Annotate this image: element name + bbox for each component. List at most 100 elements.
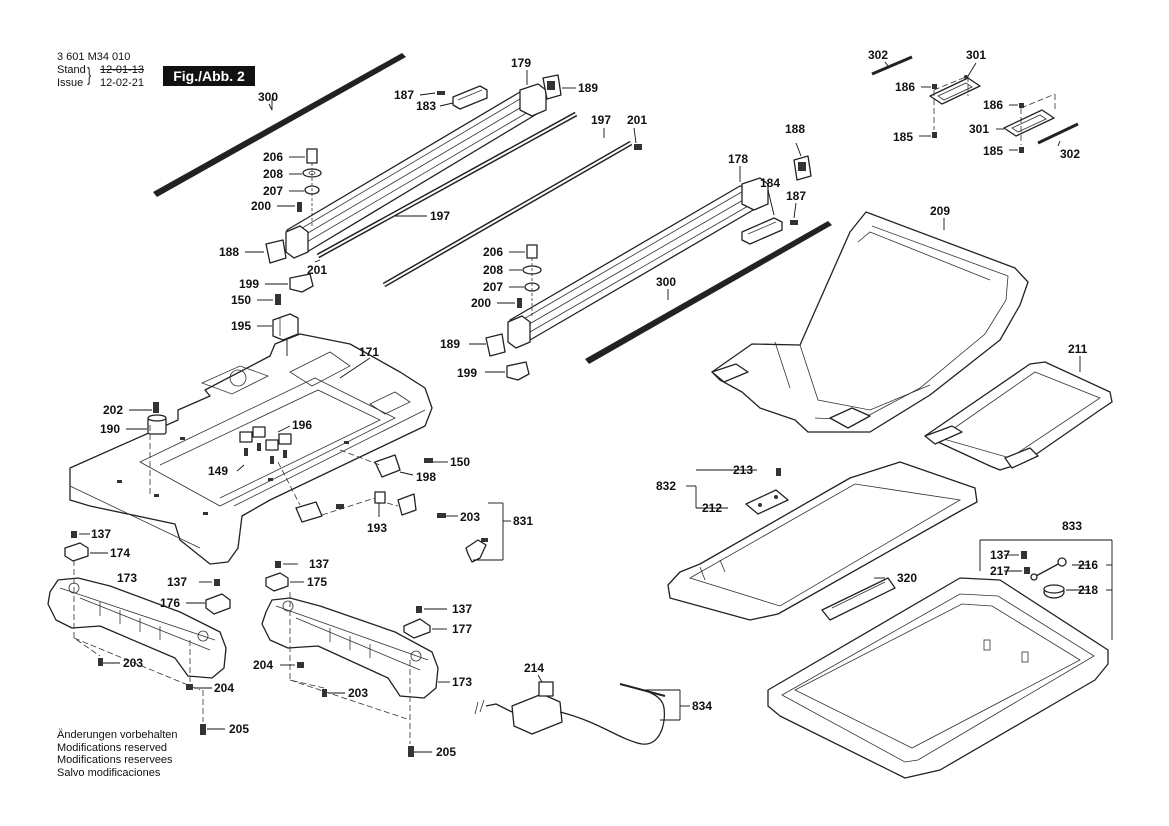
callout-numbers: 300 179 189 187 183 197 201 206 208 207 … xyxy=(91,48,1098,759)
callout-174: 174 xyxy=(110,546,130,560)
screw-205-left xyxy=(200,724,206,735)
callout-175: 175 xyxy=(307,575,327,589)
rod-197-left xyxy=(316,111,578,259)
callout-208-left: 208 xyxy=(263,167,283,181)
callout-211: 211 xyxy=(1068,342,1088,356)
note-fr: Modifications reservees xyxy=(57,754,173,766)
callout-217: 217 xyxy=(990,564,1010,578)
callout-196: 196 xyxy=(292,418,312,432)
tray-832 xyxy=(667,461,978,621)
screw-137-c xyxy=(275,561,281,568)
strip-302-bottom xyxy=(1037,122,1079,145)
frame-211 xyxy=(924,361,1113,471)
rail-179 xyxy=(285,83,547,259)
note-es: Salvo modificaciones xyxy=(57,766,161,779)
callout-179: 179 xyxy=(511,56,531,70)
callout-205-left: 205 xyxy=(229,722,249,736)
screw-185-top xyxy=(932,132,937,138)
callout-201-mid: 201 xyxy=(307,263,327,277)
callout-216: 216 xyxy=(1078,558,1098,572)
callout-203-left: 203 xyxy=(123,656,143,670)
callout-302-bottom: 302 xyxy=(1060,147,1080,161)
strip-300-top xyxy=(153,53,406,197)
callout-214: 214 xyxy=(524,661,544,675)
cap-188-right xyxy=(793,155,812,181)
bracket-lower xyxy=(295,501,344,523)
slider-199-right xyxy=(506,361,530,381)
note-de: Änderungen vorbehalten xyxy=(57,729,178,741)
callout-186-bottom: 186 xyxy=(983,98,1003,112)
strip-300-mid xyxy=(585,221,832,364)
bolt-202 xyxy=(153,402,159,413)
callout-199-left: 199 xyxy=(239,277,259,291)
screw-186-top xyxy=(932,84,937,89)
base-171 xyxy=(69,333,433,565)
callout-187-right: 187 xyxy=(786,189,806,203)
rail-178 xyxy=(507,177,769,349)
screws-149 xyxy=(244,443,287,464)
strip-302-top xyxy=(871,55,913,76)
callout-200-right: 200 xyxy=(471,296,491,310)
rod-197-right xyxy=(382,140,633,288)
water-tray xyxy=(767,577,1109,779)
screw-203-left xyxy=(98,658,103,666)
screw-213 xyxy=(776,468,781,476)
callout-150-top: 150 xyxy=(231,293,251,307)
callout-212: 212 xyxy=(702,501,722,515)
screw-186-bottom xyxy=(1019,103,1024,108)
callout-177: 177 xyxy=(452,622,472,636)
screw-150-top xyxy=(275,294,281,305)
nut-204-left xyxy=(186,684,193,690)
screw-200-left xyxy=(297,202,302,212)
screw-150-side xyxy=(424,458,433,463)
callout-185-top: 185 xyxy=(893,130,913,144)
callout-834: 834 xyxy=(692,699,712,713)
brace-glyph: } xyxy=(87,65,92,86)
issue-label: Issue xyxy=(57,77,84,89)
leader-lines xyxy=(79,61,1113,753)
callout-206-right: 206 xyxy=(483,245,503,259)
cap-189-top xyxy=(542,74,562,100)
callout-207-left: 207 xyxy=(263,184,283,198)
stand-label: Stand xyxy=(57,64,86,76)
callout-171: 171 xyxy=(359,345,379,359)
callout-301-top: 301 xyxy=(966,48,986,62)
callout-193: 193 xyxy=(367,521,387,535)
callout-206-left: 206 xyxy=(263,150,283,164)
screw-201-top xyxy=(634,144,642,150)
issue-date: 12-02-21 xyxy=(100,77,145,89)
callout-204-left: 204 xyxy=(214,681,234,695)
foot-190 xyxy=(147,414,167,435)
splash-guard-209 xyxy=(711,211,1029,433)
label-320 xyxy=(821,577,896,621)
callout-203-right: 203 xyxy=(348,686,368,700)
callout-189-right: 189 xyxy=(440,337,460,351)
block-184 xyxy=(741,217,783,245)
callout-176: 176 xyxy=(160,596,180,610)
cap-174 xyxy=(64,542,89,562)
cap-175 xyxy=(265,572,289,592)
callout-209: 209 xyxy=(930,204,950,218)
callout-186-top: 186 xyxy=(895,80,915,94)
kit-831-parts xyxy=(397,493,488,563)
stand-date: 12-01-13 xyxy=(100,64,145,76)
callout-149: 149 xyxy=(208,464,228,478)
callout-187-left: 187 xyxy=(394,88,414,102)
screw-203-right xyxy=(322,689,327,697)
callout-173-left: 173 xyxy=(117,571,137,585)
callout-137-kit: 137 xyxy=(990,548,1010,562)
callout-185-bottom: 185 xyxy=(983,144,1003,158)
callout-218: 218 xyxy=(1078,583,1098,597)
clamps-196 xyxy=(239,426,292,451)
clip-193 xyxy=(374,491,386,504)
foot-173-left xyxy=(47,577,227,679)
callout-203-base: 203 xyxy=(460,510,480,524)
callout-137-b: 137 xyxy=(167,575,187,589)
callout-189-top: 189 xyxy=(578,81,598,95)
bracket-198 xyxy=(374,454,401,478)
kit-833-parts xyxy=(1021,551,1067,599)
bolt-206-left xyxy=(306,148,318,164)
callout-197-mid: 197 xyxy=(430,209,450,223)
